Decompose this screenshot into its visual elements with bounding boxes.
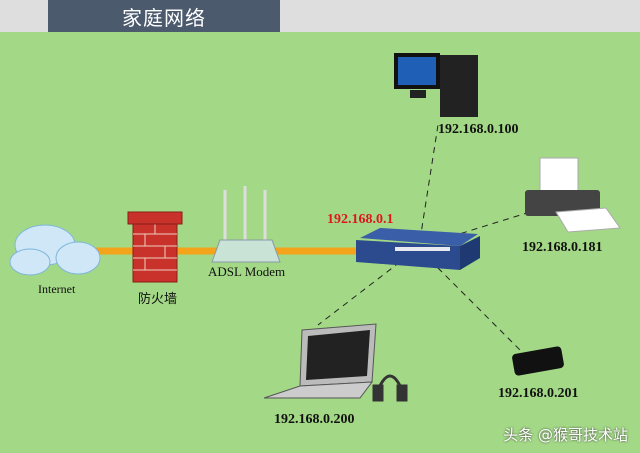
phone-ip-label: 192.168.0.201 [498,386,579,401]
link-phone [429,259,521,351]
modem-icon [211,186,281,263]
headphones-icon [372,374,408,402]
internet-label: Internet [38,282,76,296]
firewall-icon [127,211,183,283]
desktop-ip-label: 192.168.0.100 [438,122,519,137]
link-desktop [419,124,439,241]
laptop-ip-label: 192.168.0.200 [274,412,355,427]
router-icon [356,228,480,270]
laptop-icon [263,323,377,399]
firewall-label: 防火墙 [138,292,178,307]
cloud-icon [9,224,101,276]
router-ip-label: 192.168.0.1 [327,212,394,227]
printer-ip-label: 192.168.0.181 [522,240,603,255]
page-title: 家庭网络 [48,0,280,32]
desktop-computer-icon [394,53,478,117]
smartphone-icon [512,346,564,376]
link-laptop [317,261,401,326]
watermark: 头条 @猴哥技术站 [503,426,628,444]
modem-label: ADSL Modem [208,264,286,279]
printer-icon [525,157,621,233]
